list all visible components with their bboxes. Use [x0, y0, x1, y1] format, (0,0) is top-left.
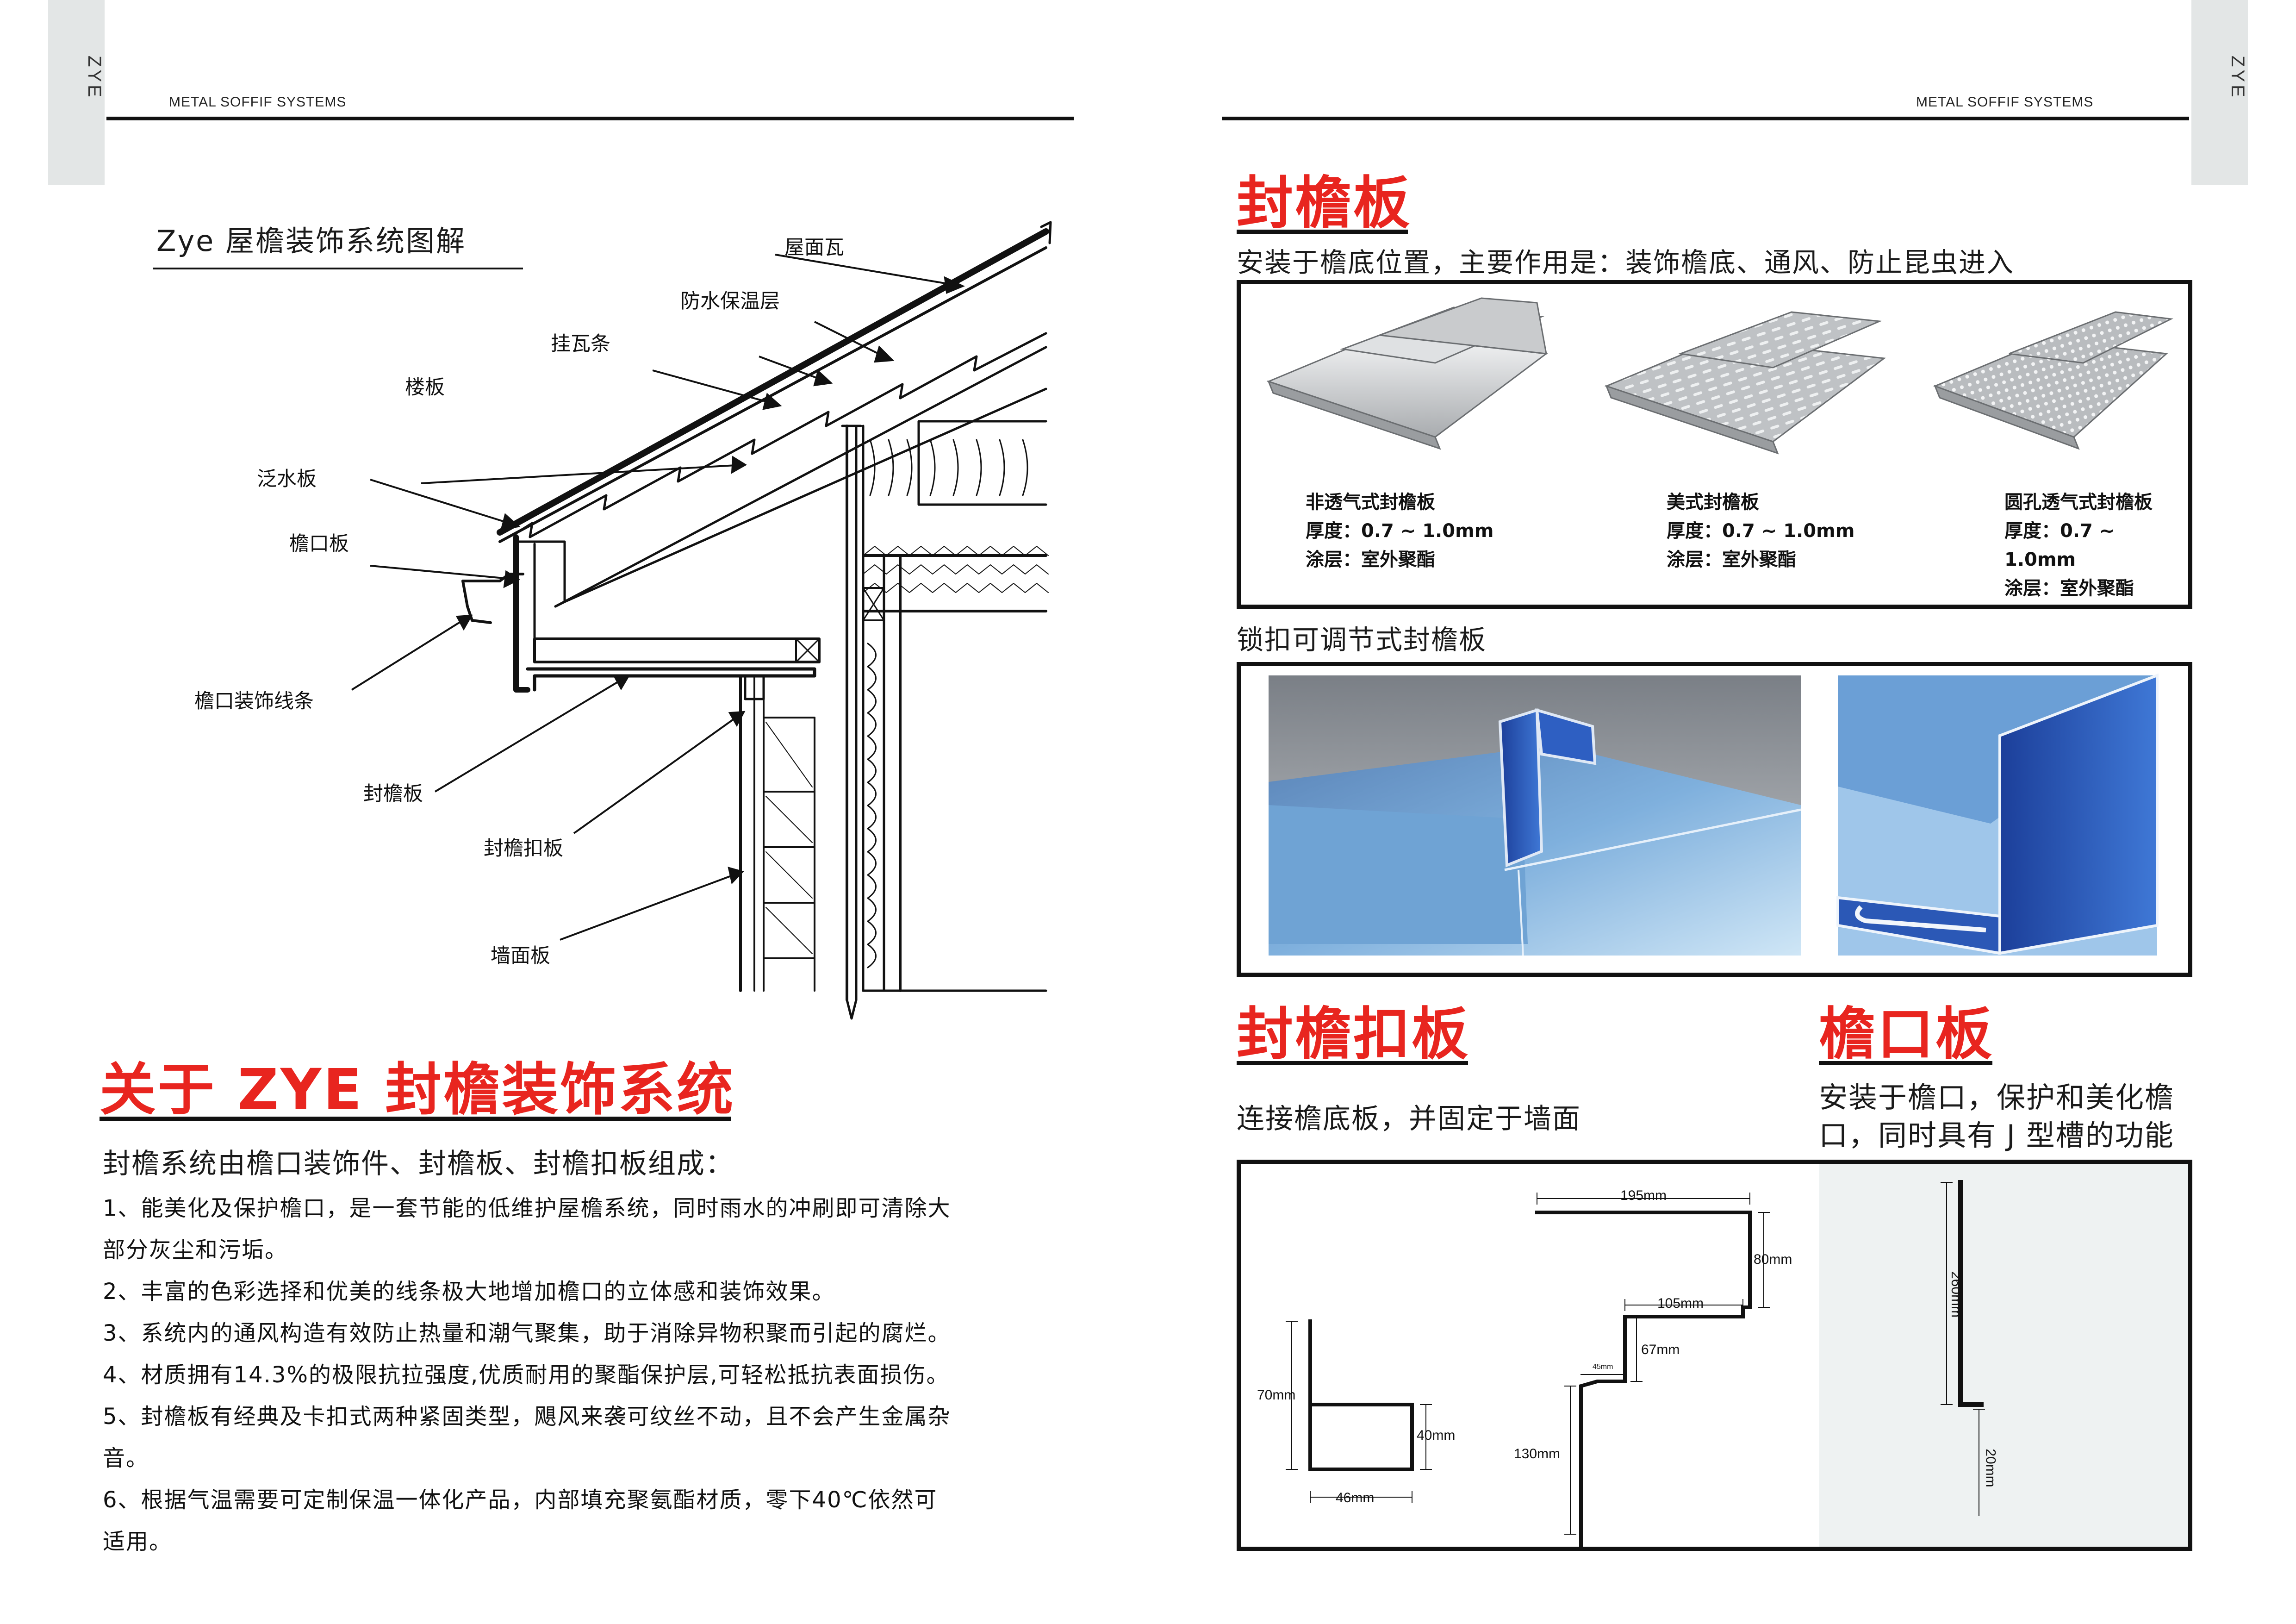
about-line-3: 2、丰富的色彩选择和优美的线条极大地增加檐口的立体感和装饰效果。: [103, 1279, 835, 1305]
about-line-2: 部分灰尘和污垢。: [103, 1237, 288, 1263]
about-line-6: 5、封檐板有经典及卡扣式两种紧固类型，飓风来袭可纹丝不动，且不会产生金属杂: [103, 1404, 951, 1430]
dim-trim-80: 80mm: [1754, 1252, 1792, 1267]
dim-trim-130: 130mm: [1514, 1446, 1561, 1462]
panel-american-name: 美式封檐板: [1667, 492, 1759, 513]
label-trim: 檐口装饰线条: [194, 690, 314, 713]
eaves-section-drawing: [351, 221, 1052, 1020]
fascia-title-underline: [1819, 1061, 1992, 1065]
dim-clip-width: 46mm: [1336, 1490, 1375, 1505]
clip-profile: [1308, 1319, 1414, 1471]
lock-caption: 锁扣可调节式封檐板: [1237, 624, 1487, 656]
panel-round-coating: 涂层：室外聚酯: [2004, 578, 2134, 599]
fascia-drawing-bg: [1819, 1164, 2188, 1547]
about-line-1: 1、能美化及保护檐口，是一套节能的低维护屋檐系统，同时雨水的冲刷即可清除大: [103, 1195, 951, 1221]
panel-round-thickness: 厚度：0.7 ~ 1.0mm: [2004, 520, 2115, 570]
about-title: 关于 ZYE 封檐装饰系统: [100, 1057, 735, 1123]
panel-american-specs: 美式封檐板 厚度：0.7 ~ 1.0mm 涂层：室外聚酯: [1667, 488, 1854, 574]
panel-plain-specs: 非透气式封檐板 厚度：0.7 ~ 1.0mm 涂层：室外聚酯: [1306, 488, 1493, 574]
about-line-7: 音。: [103, 1445, 149, 1471]
trim-profile: [1535, 1211, 1752, 1547]
left-side-tab: ZYE: [48, 0, 105, 185]
profile-drawings: [1286, 1180, 1985, 1547]
right-header: METAL SOFFIF SYSTEMS: [1916, 94, 2094, 110]
dim-clip-right: 40mm: [1417, 1428, 1456, 1443]
label-flashing: 泛水板: [257, 468, 317, 491]
left-header-rule: [106, 117, 1074, 120]
about-line-5: 4、材质拥有14.3%的极限抗拉强度,优质耐用的聚酯保护层,可轻松抵抗表面损伤。: [103, 1362, 950, 1388]
panel-american-thickness: 厚度：0.7 ~ 1.0mm: [1667, 520, 1855, 542]
fascia-title: 檐口板: [1819, 1001, 1994, 1067]
left-side-tab-text: ZYE: [84, 56, 105, 100]
about-title-underline: [100, 1117, 731, 1121]
profile-drawings-box: 70mm 46mm 40mm 195mm 80mm 105mm 67mm 45m…: [1237, 1160, 2192, 1551]
about-list: 1、能美化及保护檐口，是一套节能的低维护屋檐系统，同时雨水的冲刷即可清除大 部分…: [103, 1187, 1098, 1562]
label-fascia: 檐口板: [289, 532, 349, 556]
right-side-tab-text: ZYE: [2228, 56, 2248, 100]
panel-round-hole: [1933, 311, 2174, 450]
panel-plain-coating: 涂层：室外聚酯: [1306, 549, 1435, 570]
right-header-rule: [1222, 117, 2189, 120]
fascia-profile: [1958, 1180, 1984, 1407]
panel-plain-name: 非透气式封檐板: [1306, 492, 1435, 513]
eaves-diagram: Zye 屋檐装饰系统图解: [148, 204, 1074, 1037]
dim-fascia-height: 260mm: [1948, 1271, 1964, 1318]
label-roof-tile: 屋面瓦: [784, 236, 844, 259]
about-line-8: 6、根据气温需要可定制保温一体化产品，内部填充聚氨酯材质，零下40℃依然可: [103, 1487, 938, 1513]
soffit-title: 封檐板: [1237, 170, 1412, 236]
panel-round-name: 圆孔透气式封檐板: [2004, 492, 2153, 513]
dim-clip-height: 70mm: [1257, 1387, 1296, 1403]
lock-image-left: [1269, 675, 1801, 956]
panel-plain: [1266, 297, 1548, 450]
clip-title-underline: [1237, 1061, 1468, 1065]
dim-trim-105: 105mm: [1657, 1296, 1704, 1311]
clip-subtitle: 连接檐底板，并固定于墙面: [1237, 1103, 1581, 1135]
soffit-subtitle: 安装于檐底位置，主要作用是：装饰檐底、通风、防止昆虫进入: [1237, 247, 2015, 278]
label-soffit: 封檐板: [363, 782, 423, 806]
dim-fascia-bottom: 20mm: [1983, 1449, 1998, 1487]
panel-american-coating: 涂层：室外聚酯: [1667, 549, 1796, 570]
fascia-subtitle-1: 安装于檐口，保护和美化檐: [1819, 1081, 2175, 1114]
clip-title: 封檐扣板: [1237, 1001, 1470, 1067]
label-batten: 挂瓦条: [551, 332, 610, 356]
diagram-title: Zye 屋檐装饰系统图解: [156, 224, 467, 258]
about-line-9: 适用。: [103, 1529, 173, 1555]
label-waterproof: 防水保温层: [680, 290, 780, 313]
dim-trim-top: 195mm: [1620, 1188, 1667, 1203]
left-header: METAL SOFFIF SYSTEMS: [169, 94, 347, 110]
diagram-title-underline: [153, 268, 523, 269]
label-wall: 墙面板: [491, 944, 550, 968]
about-intro: 封檐系统由檐口装饰件、封檐板、封檐扣板组成：: [103, 1148, 734, 1180]
about-line-4: 3、系统内的通风构造有效防止热量和潮气聚集，助于消除异物积聚而引起的腐烂。: [103, 1320, 951, 1346]
soffit-panels-box: 非透气式封檐板 厚度：0.7 ~ 1.0mm 涂层：室外聚酯 美式封檐板 厚度：…: [1237, 280, 2192, 609]
panel-american: [1604, 311, 1886, 455]
lock-profile-images: [1269, 673, 2159, 956]
label-deck: 楼板: [405, 376, 445, 399]
panel-plain-thickness: 厚度：0.7 ~ 1.0mm: [1306, 520, 1494, 542]
lock-image-right: [1836, 673, 2159, 956]
label-clip: 封檐扣板: [484, 837, 563, 860]
dim-trim-67: 67mm: [1641, 1342, 1680, 1357]
soffit-panel-images: [1266, 297, 2174, 455]
fascia-subtitle-2: 口，同时具有 J 型槽的功能: [1819, 1118, 2174, 1152]
lock-images-box: [1237, 662, 2192, 977]
soffit-title-underline: [1237, 230, 1408, 234]
right-side-tab: ZYE: [2191, 0, 2248, 185]
dim-trim-45: 45mm: [1593, 1363, 1613, 1371]
panel-round-specs: 圆孔透气式封檐板 厚度：0.7 ~ 1.0mm 涂层：室外聚酯: [2004, 488, 2188, 603]
